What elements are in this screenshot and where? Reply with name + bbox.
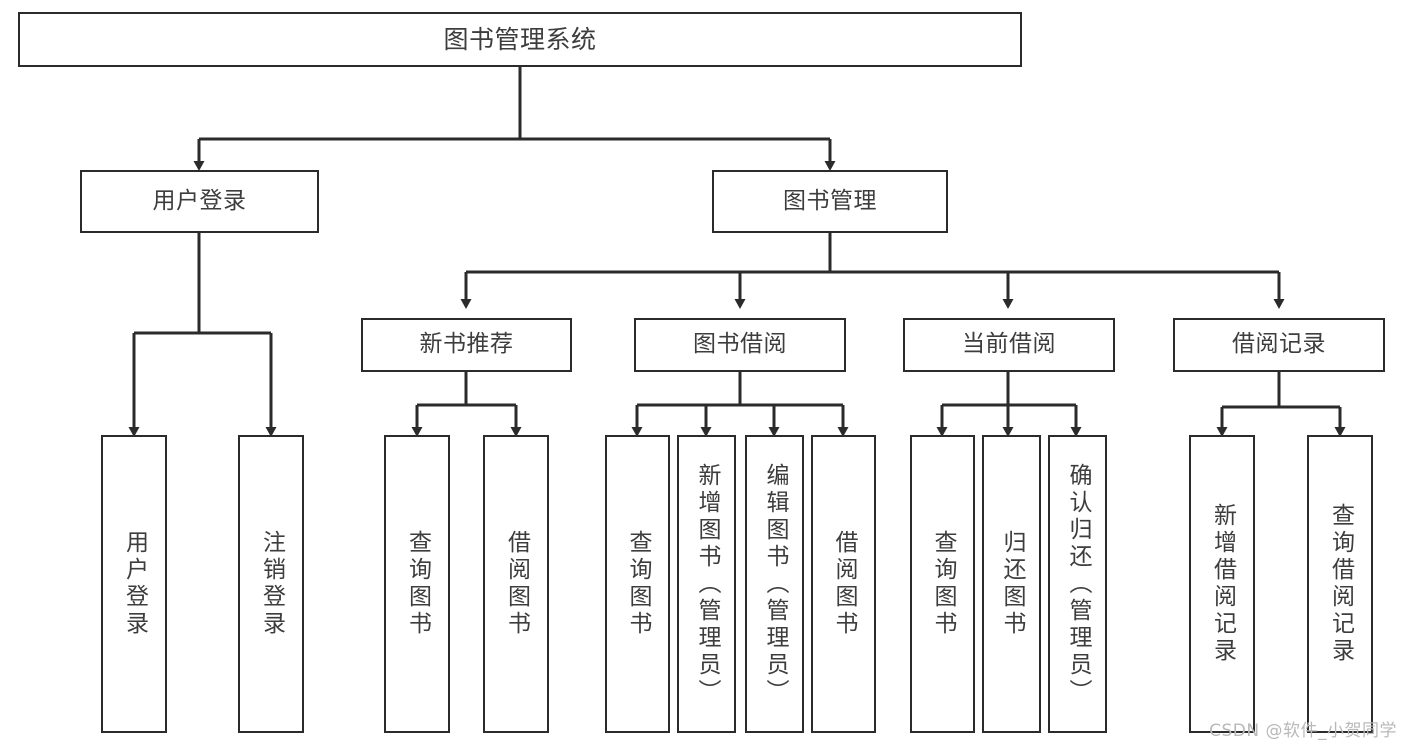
node-leaf-add-record-label: 新增借阅记录: [1209, 503, 1236, 665]
node-leaf-borrow-book-1-label: 借阅图书: [503, 530, 530, 638]
node-new-book-recommend-label: 新书推荐: [419, 331, 514, 358]
node-leaf-user-logout[interactable]: 注销登录: [238, 435, 304, 733]
node-new-book-recommend[interactable]: 新书推荐: [361, 318, 572, 372]
node-book-management-label: 图书管理: [783, 187, 877, 214]
node-leaf-borrow-book-2-label: 借阅图书: [831, 530, 857, 638]
node-leaf-return-book-label: 归还图书: [999, 530, 1025, 638]
node-leaf-query-book-1[interactable]: 查询图书: [384, 435, 450, 733]
node-leaf-confirm-return-label: 确认归还（管理员）: [1065, 462, 1091, 706]
watermark-text: CSDN @软件_小贺同学: [1209, 721, 1397, 741]
node-leaf-edit-book-label: 编辑图书（管理员）: [762, 462, 788, 706]
node-book-management[interactable]: 图书管理: [712, 170, 948, 233]
node-leaf-borrow-book-1[interactable]: 借阅图书: [483, 435, 549, 733]
node-leaf-add-record[interactable]: 新增借阅记录: [1189, 435, 1255, 733]
node-leaf-edit-book[interactable]: 编辑图书（管理员）: [745, 435, 804, 733]
node-leaf-query-book-2[interactable]: 查询图书: [605, 435, 670, 733]
node-borrow-record[interactable]: 借阅记录: [1173, 318, 1385, 372]
node-leaf-add-book-label: 新增图书（管理员）: [694, 462, 720, 706]
node-leaf-query-book-3-label: 查询图书: [930, 530, 956, 638]
node-current-borrow[interactable]: 当前借阅: [903, 318, 1115, 372]
node-leaf-user-login-label: 用户登录: [121, 530, 148, 638]
node-leaf-user-login[interactable]: 用户登录: [101, 435, 167, 733]
node-root-label: 图书管理系统: [443, 24, 597, 54]
node-leaf-query-record-label: 查询借阅记录: [1327, 503, 1354, 665]
node-leaf-add-book[interactable]: 新增图书（管理员）: [677, 435, 736, 733]
node-book-borrow[interactable]: 图书借阅: [634, 318, 846, 372]
node-leaf-query-book-2-label: 查询图书: [625, 530, 651, 638]
node-user-login-label: 用户登录: [152, 187, 247, 214]
node-root[interactable]: 图书管理系统: [18, 12, 1022, 67]
node-leaf-user-logout-label: 注销登录: [258, 530, 285, 638]
node-borrow-record-label: 借阅记录: [1232, 331, 1326, 358]
node-leaf-query-book-3[interactable]: 查询图书: [910, 435, 975, 733]
node-user-login[interactable]: 用户登录: [80, 170, 319, 233]
node-leaf-query-book-1-label: 查询图书: [404, 530, 431, 638]
node-leaf-query-record[interactable]: 查询借阅记录: [1307, 435, 1373, 733]
node-leaf-confirm-return[interactable]: 确认归还（管理员）: [1048, 435, 1107, 733]
node-current-borrow-label: 当前借阅: [962, 331, 1056, 358]
node-leaf-borrow-book-2[interactable]: 借阅图书: [811, 435, 876, 733]
node-book-borrow-label: 图书借阅: [693, 331, 787, 358]
node-leaf-return-book[interactable]: 归还图书: [982, 435, 1041, 733]
